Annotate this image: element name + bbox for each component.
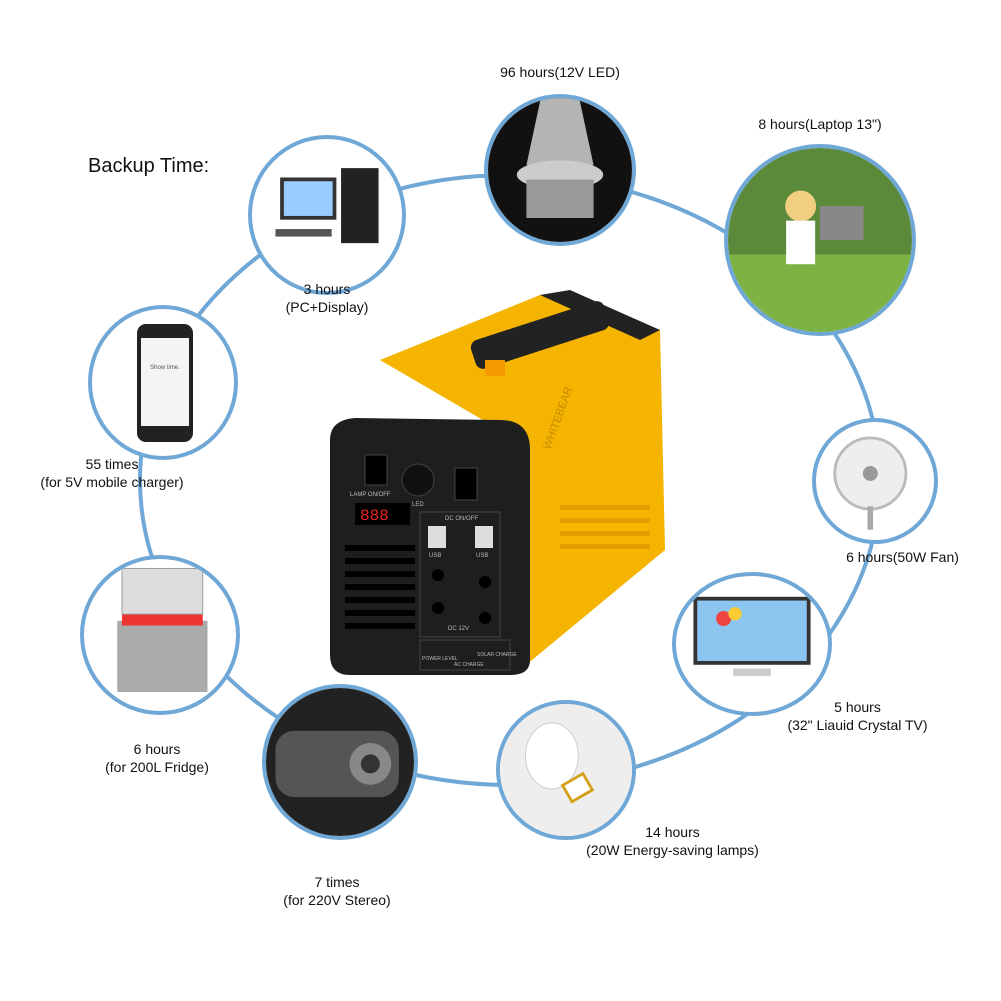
fan-label: 6 hours(50W Fan) (846, 549, 959, 565)
usb-label-left: USB (429, 553, 441, 559)
pc-icon (275, 168, 379, 244)
dc-12v-label: DC 12V (448, 626, 469, 632)
tv-bubble (672, 572, 832, 716)
led-lamp-icon (488, 98, 632, 242)
phone-bubble: Show time. (88, 305, 238, 460)
laptop-label: 8 hours(Laptop 13") (758, 116, 882, 132)
solar-charge-label: SOLAR CHARGE (477, 652, 517, 658)
dc-switch-label: DC ON/OFF (445, 516, 478, 522)
energy-saving-bulb-icon (500, 704, 632, 836)
phone-icon: Show time. (137, 324, 193, 442)
pc-label: 3 hours(PC+Display) (285, 281, 369, 315)
pc-bubble (248, 135, 406, 295)
led-bubble (484, 94, 636, 246)
led-label: 96 hours(12V LED) (500, 64, 620, 80)
phone-screen-text: Show time. (141, 338, 189, 426)
laptop-person-icon (728, 148, 912, 332)
fridge-bubble (80, 555, 240, 715)
stereo-label: 7 times(for 220V Stereo) (283, 874, 391, 908)
lamp-label: 14 hours(20W Energy-saving lamps) (586, 824, 759, 858)
laptop-bubble (724, 144, 916, 336)
lamp-bubble (496, 700, 636, 840)
tv-label: 5 hours(32" Liauid Crystal TV) (787, 699, 928, 733)
fan-bubble (812, 418, 938, 544)
stereo-bubble (262, 684, 418, 840)
power-level-label: POWER LEVEL (422, 656, 458, 662)
fan-icon (833, 436, 908, 530)
phone-label: 55 times(for 5V mobile charger) (40, 456, 184, 490)
tv-icon (693, 596, 811, 677)
fridge-label: 6 hours(for 200L Fridge) (105, 741, 209, 775)
ac-charge-label: AC CHARGE (454, 662, 484, 668)
backup-time-title: Backup Time: (88, 155, 210, 177)
usb-label-right: USB (476, 553, 488, 559)
led-knob-label: LED (412, 502, 424, 508)
portable-power-station: LAMP ON/OFF LED 888 DC ON/OFF USB USB DC… (330, 290, 665, 675)
cooler-fridge-icon (117, 568, 208, 692)
stereo-speaker-icon (266, 688, 414, 836)
battery-display: 888 (360, 507, 389, 525)
lamp-switch-label: LAMP ON/OFF (350, 492, 391, 498)
